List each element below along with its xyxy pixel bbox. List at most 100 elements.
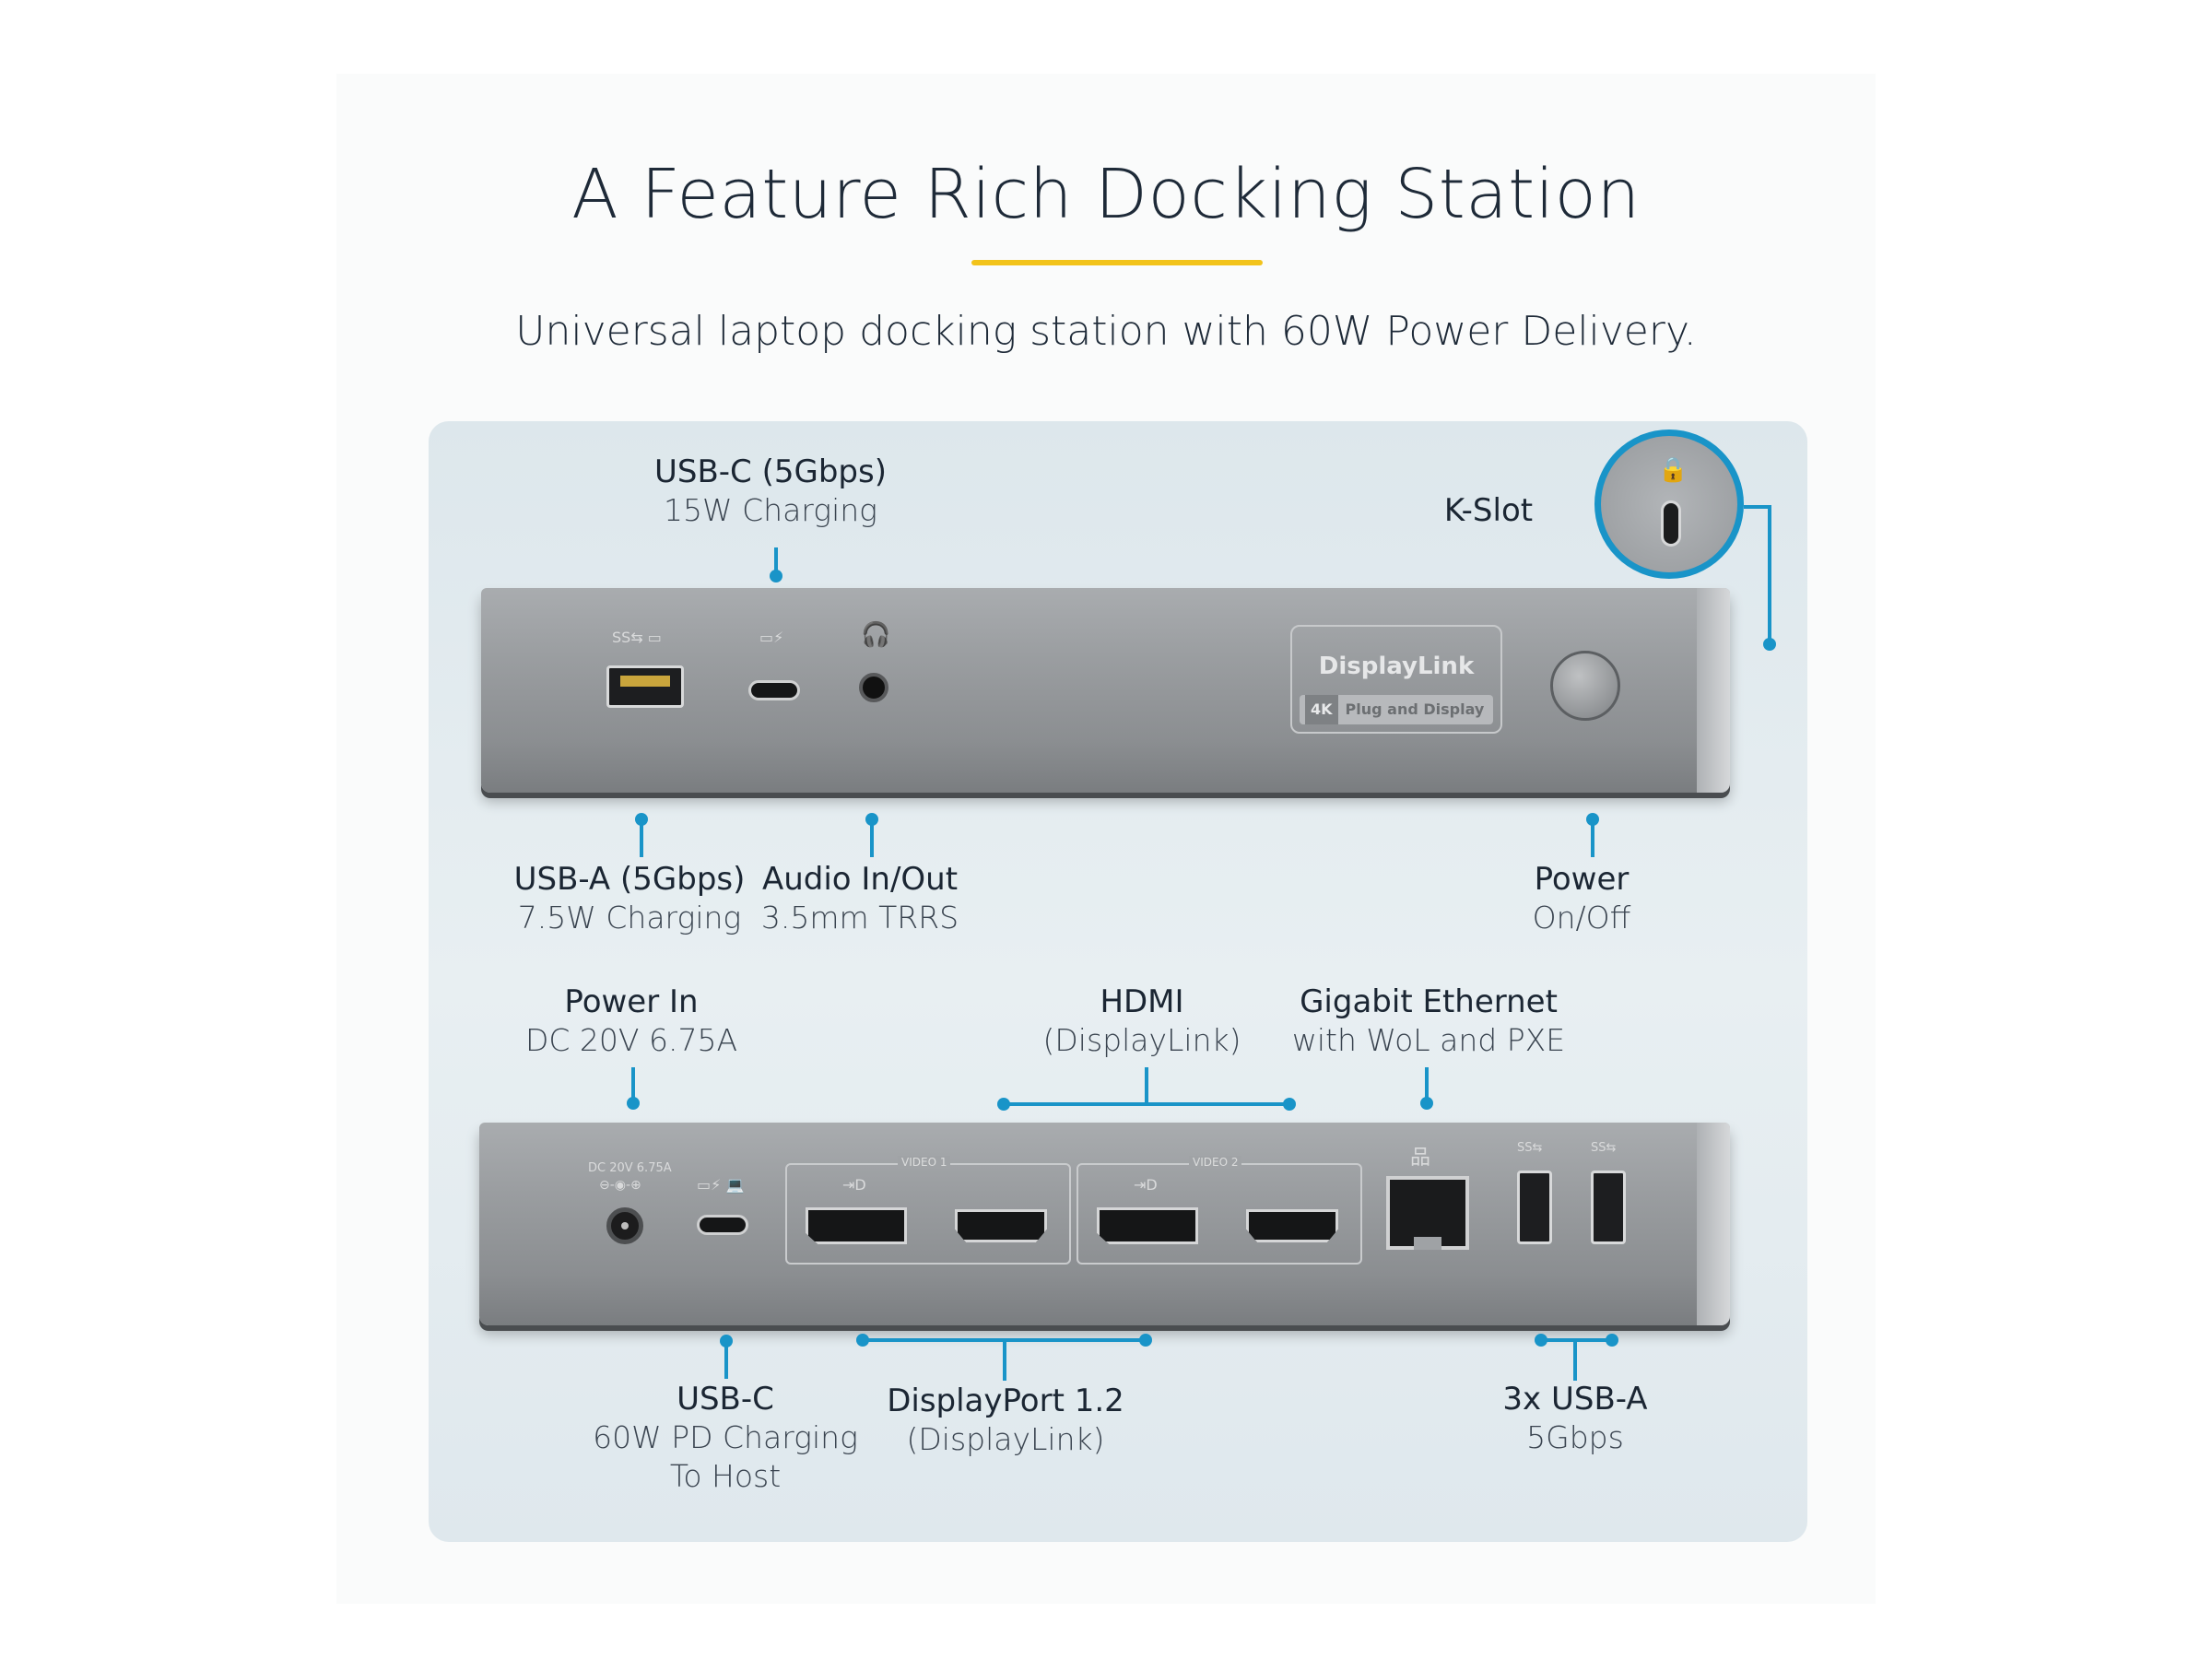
- callout-sub-2: To Host: [669, 1458, 782, 1494]
- callout-audio: Audio In/Out 3.5mm TRRS: [694, 860, 1026, 937]
- leader-line: [1145, 1067, 1148, 1104]
- displayport-1: [806, 1207, 907, 1244]
- leader-line: [1768, 505, 1771, 645]
- callout-power-in: Power In DC 20V 6.75A: [465, 982, 797, 1060]
- dock-front-view: SS⇆ ▭ ▭⚡ 🎧 DisplayLink 4K Plug and Displa…: [481, 588, 1730, 793]
- ethernet-port: [1386, 1176, 1469, 1250]
- leader-line: [724, 1342, 728, 1379]
- leader-dot: [627, 1097, 640, 1110]
- lock-icon: 🔒: [1658, 456, 1688, 484]
- callout-title: USB-C (5Gbps): [654, 453, 887, 490]
- displaylink-tagline: 4K Plug and Display: [1300, 695, 1493, 724]
- displaylink-logo-text: DisplayLink: [1318, 653, 1475, 680]
- leader-line: [631, 1067, 635, 1104]
- usb-a-rear-2: [1591, 1171, 1626, 1244]
- leader-line: [1541, 1338, 1615, 1342]
- superspeed-usb-icon: SS⇆: [1517, 1141, 1543, 1155]
- leader-dot: [770, 570, 782, 582]
- callout-ethernet: Gigabit Ethernet with WoL and PXE: [1263, 982, 1594, 1060]
- ethernet-icon: 品: [1410, 1147, 1431, 1170]
- callout-title: K-Slot: [1443, 492, 1534, 529]
- leader-line: [1425, 1067, 1429, 1104]
- leader-dot: [1535, 1334, 1547, 1347]
- displaylink-tagline-text: Plug and Display: [1345, 700, 1485, 718]
- hdmi-2: [1246, 1209, 1338, 1242]
- leader-dot: [856, 1334, 869, 1347]
- video-2-group: VIDEO 2 ⇥D: [1077, 1156, 1362, 1265]
- title-underline: [971, 260, 1263, 265]
- callout-hdmi: HDMI (DisplayLink): [976, 982, 1308, 1060]
- headphone-icon: 🎧: [861, 621, 891, 649]
- callout-usb-a-rear: 3x USB-A 5Gbps: [1409, 1380, 1741, 1457]
- callout-k-slot: K-Slot: [1382, 491, 1594, 530]
- dc-rating-label: DC 20V 6.75A: [588, 1161, 672, 1175]
- callout-sub: On/Off: [1532, 900, 1631, 935]
- usb-a-rear-1: [1517, 1171, 1552, 1244]
- leader-line: [870, 820, 874, 857]
- usb-a-port-front: [606, 665, 684, 708]
- usb-c-port-front: [748, 680, 800, 700]
- callout-title: Power In: [564, 983, 699, 1020]
- callout-sub: 15W Charging: [664, 492, 877, 528]
- leader-dot: [1283, 1098, 1296, 1111]
- laptop-charge-icon: ▭⚡ 💻: [697, 1176, 745, 1194]
- callout-usb-c-front: USB-C (5Gbps) 15W Charging: [605, 453, 936, 530]
- video-1-group: VIDEO 1 ⇥D: [785, 1156, 1071, 1265]
- callout-sub: DC 20V 6.75A: [524, 1022, 738, 1058]
- k-slot-magnifier: 🔒: [1594, 429, 1744, 579]
- usb-c-icon: ▭⚡: [759, 629, 784, 646]
- hdmi-1: [955, 1209, 1047, 1242]
- callout-title: USB-A (5Gbps): [513, 861, 746, 898]
- callout-sub: (DisplayLink): [1042, 1022, 1241, 1058]
- page-title: A Feature Rich Docking Station: [571, 155, 1641, 234]
- polarity-icon: ⊖-◉-⊕: [599, 1178, 641, 1193]
- superspeed-usb-icon: SS⇆ ▭: [612, 629, 662, 646]
- callout-sub: 5Gbps: [1526, 1419, 1624, 1455]
- leader-line: [640, 820, 643, 857]
- leader-dot: [1420, 1097, 1433, 1110]
- displayport-2: [1097, 1207, 1198, 1244]
- superspeed-usb-icon: SS⇆: [1591, 1141, 1617, 1155]
- callout-title: Power: [1534, 861, 1630, 898]
- displaylink-4k: 4K: [1305, 695, 1338, 724]
- leader-dot: [720, 1335, 733, 1347]
- callout-usb-c-host: USB-C 60W PD Charging To Host: [559, 1380, 891, 1496]
- callout-sub: 60W PD Charging: [593, 1419, 858, 1455]
- callout-title: 3x USB-A: [1502, 1381, 1648, 1418]
- leader-dot: [635, 813, 648, 826]
- leader-line: [1573, 1338, 1577, 1381]
- callout-usb-a-front: USB-A (5Gbps) 7.5W Charging: [464, 860, 795, 937]
- dc-power-jack: [606, 1207, 643, 1244]
- callout-title: USB-C: [677, 1381, 774, 1418]
- callout-sub: 7.5W Charging: [517, 900, 742, 935]
- dock-rear-view: DC 20V 6.75A ⊖-◉-⊕ ▭⚡ 💻 VIDEO 1 ⇥D VIDEO…: [479, 1123, 1730, 1325]
- leader-dot: [1586, 813, 1599, 826]
- leader-dot: [865, 813, 878, 826]
- leader-line: [774, 547, 778, 579]
- usb-c-host-port: [697, 1215, 748, 1235]
- callout-power: Power On/Off: [1416, 860, 1747, 937]
- callout-title: HDMI: [1100, 983, 1184, 1020]
- leader-dot: [1139, 1334, 1152, 1347]
- leader-dot: [997, 1098, 1010, 1111]
- leader-line: [1591, 820, 1594, 857]
- displaylink-badge: DisplayLink 4K Plug and Display: [1290, 625, 1502, 734]
- leader-dot: [1606, 1334, 1618, 1347]
- leader-line: [1003, 1338, 1006, 1381]
- callout-sub: (DisplayLink): [906, 1421, 1105, 1457]
- page-subtitle: Universal laptop docking station with 60…: [515, 308, 1697, 355]
- displayport-icon: ⇥D: [842, 1176, 866, 1194]
- callout-title: Gigabit Ethernet: [1300, 983, 1558, 1020]
- k-slot-hole: [1661, 500, 1681, 547]
- callout-title: Audio In/Out: [761, 861, 959, 898]
- video-1-label: VIDEO 1: [898, 1156, 951, 1169]
- leader-line: [1005, 1102, 1290, 1106]
- audio-jack: [859, 673, 888, 702]
- leader-line: [1744, 505, 1771, 509]
- callout-displayport: DisplayPort 1.2 (DisplayLink): [840, 1382, 1171, 1459]
- callout-sub: 3.5mm TRRS: [760, 900, 959, 935]
- displayport-icon: ⇥D: [1134, 1176, 1158, 1194]
- leader-dot: [1763, 638, 1776, 651]
- callout-sub: with WoL and PXE: [1291, 1022, 1566, 1058]
- leader-line: [863, 1338, 1150, 1342]
